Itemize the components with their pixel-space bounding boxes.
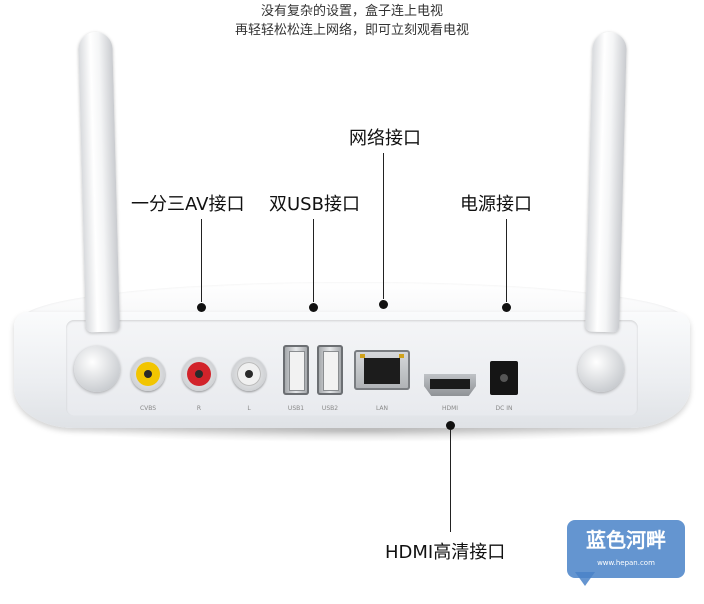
label-r: R	[196, 405, 202, 412]
left-antenna	[78, 31, 120, 333]
watermark-text: 蓝色河畔	[586, 528, 666, 552]
intro-line-2: 再轻轻松松连上网络，即可立刻观看电视	[234, 23, 469, 38]
r-jack	[182, 357, 216, 391]
label-cvbs: CVBS	[139, 405, 157, 412]
callout-av-line	[201, 219, 202, 302]
callout-usb-dot	[309, 303, 318, 312]
callout-network-dot	[379, 300, 388, 309]
l-jack	[232, 357, 266, 391]
label-l: L	[247, 405, 251, 412]
right-antenna	[585, 31, 627, 333]
intro-line-1: 没有复杂的设置，盒子连上电视	[260, 4, 443, 19]
dc-pin	[500, 374, 508, 382]
callout-av: 一分三AV接口	[131, 194, 245, 215]
callout-network: 网络接口	[349, 128, 421, 149]
callout-usb-line	[313, 219, 314, 302]
dc-in-port	[490, 361, 518, 395]
label-usb1: USB1	[287, 405, 305, 412]
intro-text: 没有复杂的设置，盒子连上电视 再轻轻松松连上网络，即可立刻观看电视	[0, 2, 704, 40]
hdmi-socket	[430, 379, 470, 389]
right-antenna-base	[578, 346, 624, 392]
cvbs-pin	[144, 370, 152, 378]
usb2-tongue	[323, 351, 339, 391]
label-lan: LAN	[375, 405, 389, 412]
lan-led-left	[360, 354, 365, 358]
l-pin	[245, 370, 253, 378]
lan-socket	[364, 358, 400, 384]
cvbs-jack	[131, 357, 165, 391]
watermark-url: www.hepan.com	[597, 559, 655, 567]
label-usb2: USB2	[321, 405, 339, 412]
label-dc-in: DC IN	[495, 405, 513, 412]
usb1-port	[283, 345, 309, 395]
callout-power-line	[506, 219, 507, 302]
watermark-logo: 蓝色河畔 www.hepan.com	[567, 520, 685, 578]
lan-port	[354, 350, 410, 390]
usb1-tongue	[289, 351, 305, 391]
callout-hdmi-dot	[446, 421, 455, 430]
callout-power: 电源接口	[460, 194, 532, 215]
callout-hdmi: HDMI高清接口	[385, 542, 506, 563]
left-antenna-base	[74, 346, 120, 392]
usb2-port	[317, 345, 343, 395]
callout-av-dot	[197, 303, 206, 312]
r-pin	[195, 370, 203, 378]
callout-power-dot	[502, 303, 511, 312]
label-hdmi: HDMI	[441, 405, 459, 412]
callout-usb: 双USB接口	[269, 194, 360, 215]
lan-led-right	[399, 354, 404, 358]
hdmi-port	[424, 374, 476, 396]
callout-hdmi-line	[450, 430, 451, 532]
callout-network-line	[383, 153, 384, 299]
watermark-tail	[575, 572, 595, 586]
